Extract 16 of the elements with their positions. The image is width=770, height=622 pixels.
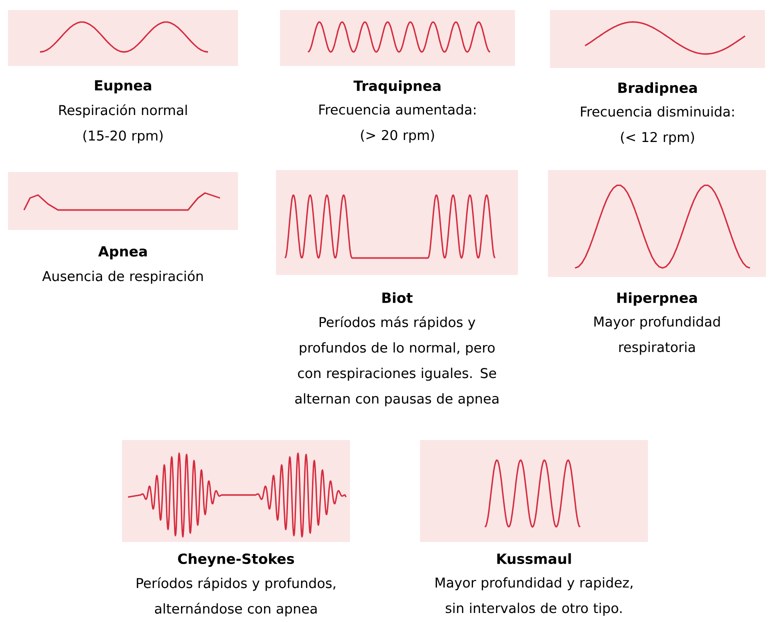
- pattern-description: Períodos más rápidos y profundos de lo normal, pero con respiraciones iguales. Se alternan con pausas de apnea: [295, 316, 498, 406]
- pattern-title: Kussmaul: [497, 553, 571, 564]
- pattern-description: Períodos rápidos y profundos, alternándose con apnea: [136, 577, 336, 616]
- pattern-title: Hiperpnea: [617, 292, 697, 306]
- pattern-description: Frecuencia disminuida: (< 12 rpm): [581, 106, 734, 145]
- pattern-title: Traquipnea: [354, 80, 440, 94]
- pattern-description: Mayor profundidad respiratoria: [594, 316, 720, 355]
- pattern-title: Cheyne-Stokes: [178, 553, 294, 567]
- pattern-title: Apnea: [98, 246, 147, 260]
- pattern-title: Eupnea: [95, 80, 152, 94]
- pattern-title: Biot: [382, 292, 413, 304]
- pattern-title: Bradipnea: [618, 82, 697, 96]
- pattern-description: Frecuencia aumentada: (> 20 rpm): [319, 104, 476, 143]
- pattern-description: Respiración normal (15-20 rpm): [59, 104, 187, 144]
- pattern-description: Mayor profundidad y rapidez, sin intervalos de otro tipo.: [436, 577, 632, 616]
- pattern-description: Ausencia de respiración: [42, 270, 203, 284]
